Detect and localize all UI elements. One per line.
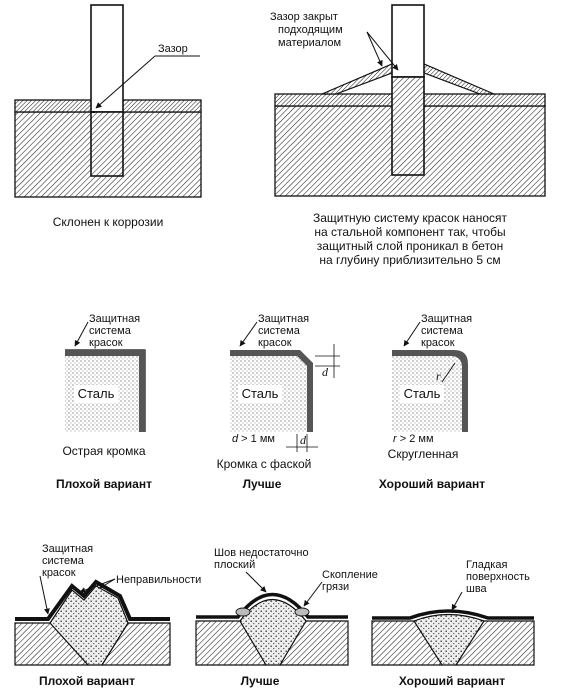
chamfer-verdict: Лучше (243, 477, 282, 491)
weld-good-bead (413, 613, 485, 666)
paint-leader-3 (403, 321, 421, 347)
paint-label-1a: Защитная (89, 313, 140, 325)
smooth-label-2: поверхность (466, 571, 530, 583)
dirt-leader (303, 581, 323, 607)
dirt-label-1: Скопление (322, 569, 378, 581)
irregularities-leader-2 (99, 578, 116, 589)
gap-closed-leader-1 (366, 31, 399, 71)
weld-good-figure: Гладкая поверхность шва Хороший вариант (371, 559, 535, 688)
rounded-caption: Скругленная (388, 447, 459, 461)
flat-leader (245, 571, 267, 593)
chamfer-paint-band (230, 350, 313, 432)
paint-leader-2 (239, 321, 258, 347)
steel-post-embedded (90, 111, 124, 177)
weld-good-coating (372, 609, 534, 620)
gap-closed-leader-2 (366, 31, 383, 67)
steel-post-upper (90, 4, 124, 113)
paint-label-1c: красок (89, 337, 123, 349)
d-symbol-horizontal: d (300, 433, 307, 447)
paint-caption-1: Защитную систему красок наносят (313, 211, 508, 225)
weld-bad-paint-label-1: Защитная (42, 543, 93, 555)
irregularities-leader-1 (79, 578, 116, 593)
smooth-leader (451, 591, 463, 611)
paint-caption-2: на стальной компонент так, чтобы (314, 225, 505, 239)
weld-bad-coating (15, 579, 170, 621)
weld-better-figure: Шов недостаточно плоский Скопление грязи… (195, 547, 378, 688)
weld-bad-figure: Защитная система красок Неправильности П… (14, 543, 201, 688)
gap-closed-label-1: Зазор закрыт (270, 11, 338, 23)
weld-good-verdict: Хороший вариант (399, 674, 505, 688)
paint-label-2a: Защитная (258, 313, 309, 325)
steel-label-1: Сталь (78, 386, 115, 401)
steel-label-bg-1 (74, 385, 118, 403)
weld-bad-verdict: Плохой вариант (39, 674, 135, 688)
rounded-condition-value: > 2 мм (397, 433, 434, 445)
smooth-label-1: Гладкая (466, 559, 507, 571)
corrosion-caption: Склонен к коррозии (53, 215, 164, 229)
paint-label-3c: красок (421, 337, 455, 349)
gap-closed-label-3: материалом (278, 37, 341, 49)
chamfer-condition-value: > 1 мм (238, 433, 275, 445)
dirt-label-2: грязи (322, 581, 349, 593)
paint-leader-1 (74, 321, 89, 347)
paint-label-2c: красок (258, 337, 292, 349)
steel-post-right-embedded (391, 76, 425, 176)
weld-bad-bead (49, 585, 129, 666)
r-symbol: r (436, 369, 441, 383)
smooth-label-3: шва (466, 583, 488, 595)
steel-label-bg-3 (400, 385, 444, 403)
steel-post-right-upper (391, 4, 425, 78)
weld-bad-paint-label-3: красок (42, 567, 76, 579)
edge-rounded-figure: Сталь r Защитная система красок r > 2 мм… (379, 313, 485, 491)
radius-line (441, 362, 456, 383)
rounded-paint-band (392, 350, 468, 432)
flat-label-1: Шов недостаточно (214, 547, 309, 559)
weld-bad-paint-label-2: система (42, 555, 85, 567)
rounded-verdict: Хороший вариант (379, 477, 485, 491)
paint-label-2b: система (258, 325, 301, 337)
weld-bad-paint-leader (39, 575, 50, 615)
paint-label-3b: система (421, 325, 464, 337)
chamfer-condition-symbol: d (232, 433, 239, 445)
gap-closed-label-2: подходящим (278, 24, 343, 36)
flat-label-2: плоский (214, 559, 255, 571)
d-symbol-vertical: d (322, 365, 329, 379)
paint-caption-3: защитный слой проникал в бетон (317, 239, 503, 253)
top-right-figure: Зазор закрыт подходящим материалом Защит… (270, 4, 546, 267)
rounded-condition-symbol: r (393, 433, 398, 445)
dirt-spot-left (235, 607, 251, 617)
dirt-spot-right (294, 607, 310, 617)
rounded-condition: r > 2 мм (393, 433, 434, 445)
edge-sharp-figure: Сталь Защитная система красок Острая кро… (56, 313, 152, 491)
sharp-caption: Острая кромка (62, 444, 145, 458)
top-left-figure: Зазор Склонен к коррозии (14, 4, 202, 229)
steel-label-bg-2 (238, 385, 282, 403)
steel-label-2: Сталь (242, 386, 279, 401)
chamfer-caption: Кромка с фаской (217, 457, 312, 471)
gap-label: Зазор (158, 43, 188, 55)
steel-label-3: Сталь (404, 386, 441, 401)
edge-chamfer-figure: Сталь Защитная система красок d d d > 1 … (217, 313, 340, 491)
sharp-verdict: Плохой вариант (56, 477, 152, 491)
irregularities-label: Неправильности (116, 574, 201, 586)
paint-caption-4: на глубину приблизительно 5 см (319, 253, 500, 267)
paint-label-3a: Защитная (421, 313, 472, 325)
weld-better-verdict: Лучше (241, 674, 280, 688)
paint-label-1b: система (89, 325, 132, 337)
chamfer-condition: d > 1 мм (232, 433, 275, 445)
gap-leader (95, 55, 156, 109)
